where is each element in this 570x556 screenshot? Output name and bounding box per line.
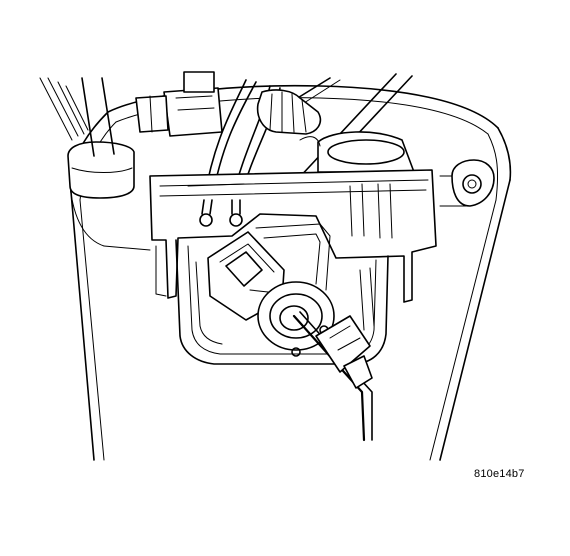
reservoir-body: [175, 239, 389, 365]
wire-terminals: [187, 183, 245, 227]
figure-id-label: 810e14b7: [474, 468, 525, 480]
top-fittings: [135, 71, 415, 173]
module-housing: [67, 84, 512, 461]
mounting-bracket: [149, 169, 437, 303]
level-sensor: [207, 223, 373, 442]
